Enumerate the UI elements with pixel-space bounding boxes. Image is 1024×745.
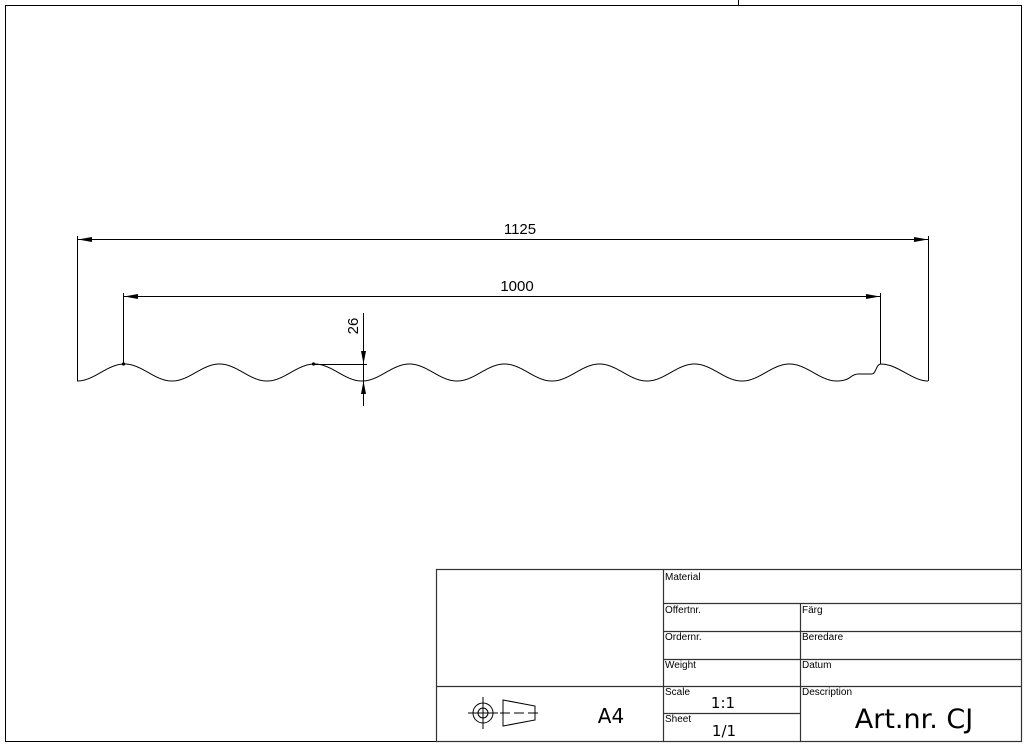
scale-value: 1:1 [711, 694, 735, 712]
material-label: Material [665, 572, 701, 583]
first-angle-projection-icon [468, 697, 538, 729]
dimension-text-1000: 1000 [500, 278, 533, 295]
description-value: Art.nr. CJ [855, 704, 973, 735]
dimension-profile-height: 26 [311, 313, 367, 406]
farg-label: Färg [802, 605, 823, 616]
paper-size: A4 [598, 704, 624, 728]
description-label: Description [802, 687, 852, 698]
dimension-pitch-width: 1000 [121, 278, 881, 366]
scale-label: Scale [665, 687, 690, 698]
weight-label: Weight [665, 660, 696, 671]
dimension-text-1125: 1125 [504, 221, 536, 238]
dimension-text-26: 26 [345, 318, 362, 335]
beredare-label: Beredare [802, 632, 844, 643]
corrugated-profile [76, 363, 929, 382]
order-label: Ordernr. [665, 632, 702, 643]
sheet-label: Sheet [665, 714, 691, 725]
datum-label: Datum [802, 660, 831, 671]
offert-label: Offertnr. [665, 605, 701, 616]
dimension-overall-width: 1125 [77, 221, 929, 381]
sheet-value: 1/1 [712, 722, 736, 740]
title-block: Material Offertnr. Färg Ordernr. Beredar… [435, 568, 1023, 743]
